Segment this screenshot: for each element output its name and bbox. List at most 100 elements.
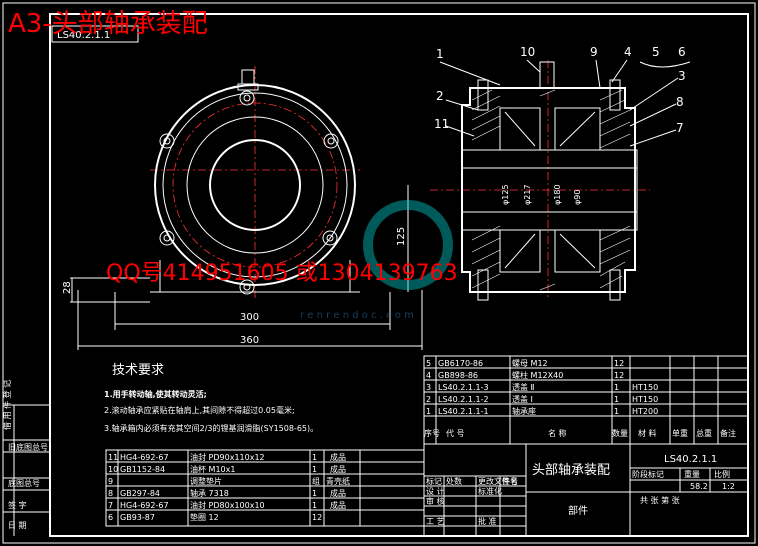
svg-text:阶段标记: 阶段标记: [632, 469, 664, 479]
tb-name: 头部轴承装配: [532, 463, 610, 478]
front-dimensions: 28 300 360 125: [62, 185, 423, 350]
svg-text:1: 1: [312, 453, 317, 462]
section-view: φ125 φ217 φ180 φ90: [430, 60, 650, 301]
svg-text:HT150: HT150: [632, 395, 658, 404]
tb-code: LS40.2.1.1: [664, 454, 717, 465]
svg-text:底图总号: 底图总号: [8, 478, 40, 488]
dim-125: 125: [396, 227, 407, 246]
svg-text:比例: 比例: [714, 469, 730, 479]
svg-text:10: 10: [108, 465, 118, 474]
svg-text:处数: 处数: [446, 476, 462, 486]
svg-text:HG4-692-67: HG4-692-67: [120, 453, 169, 462]
tech-item-1: 1.用手转动轴,使其转动灵活;: [104, 389, 207, 399]
svg-text:序号: 序号: [424, 428, 440, 438]
front-view: [150, 66, 360, 300]
svg-text:12: 12: [614, 359, 624, 368]
svg-text:签名: 签名: [502, 476, 518, 486]
svg-text:HT150: HT150: [632, 383, 658, 392]
svg-text:GB93-87: GB93-87: [120, 513, 155, 522]
contact-overlay: QQ号414951605 或1304139763: [106, 261, 458, 286]
svg-text:轴承 7318: 轴承 7318: [190, 488, 229, 498]
svg-text:1: 1: [312, 465, 317, 474]
svg-text:青壳纸: 青壳纸: [326, 476, 350, 486]
svg-text:签 字: 签 字: [8, 500, 27, 510]
svg-text:LS40.2.1.1-2: LS40.2.1.1-2: [438, 395, 489, 404]
svg-text:5: 5: [426, 359, 431, 368]
dia-label-2: φ217: [523, 184, 532, 205]
tb-part: 部件: [568, 504, 588, 517]
svg-text:油封 PD80x100x10: 油封 PD80x100x10: [190, 500, 265, 510]
svg-text:1: 1: [312, 489, 317, 498]
callout-11: 11: [434, 117, 449, 131]
callout-1: 1: [436, 47, 444, 61]
inner-frame: [49, 13, 749, 537]
svg-text:借 用 件 登 记: 借 用 件 登 记: [2, 380, 12, 430]
svg-text:名 称: 名 称: [548, 428, 567, 438]
svg-text:日 期: 日 期: [8, 521, 27, 530]
bom-upper: 5 GB6170-86 螺母 M12 12 4 GB898-86 螺柱 M12X…: [423, 355, 749, 445]
svg-text:标准化: 标准化: [478, 486, 502, 496]
svg-text:GB1152-84: GB1152-84: [120, 465, 165, 474]
dim-300: 300: [240, 312, 259, 323]
svg-text:螺母 M12: 螺母 M12: [512, 358, 548, 368]
tech-item-3: 3.轴承箱内必须有充其空间2/3的锂基润滑脂(SY1508-65)。: [104, 423, 318, 433]
dia-label-4: φ90: [573, 190, 582, 205]
callout-6: 6: [678, 45, 686, 59]
watermark: r e n r e n d o c . c o m: [300, 200, 453, 321]
svg-text:成品: 成品: [330, 464, 346, 474]
callout-3: 3: [678, 69, 686, 83]
drawing-no-top: LS40.2.1.1: [57, 30, 110, 41]
callout-2: 2: [436, 89, 444, 103]
callout-7: 7: [676, 121, 684, 135]
svg-text:成品: 成品: [330, 488, 346, 498]
svg-text:更改文件号: 更改文件号: [478, 476, 518, 486]
svg-text:1: 1: [614, 395, 619, 404]
svg-text:共 张 第 张: 共 张 第 张: [640, 495, 680, 505]
page-title: A3-头部轴承装配: [8, 9, 208, 39]
bom-lower: 1 1 HG4-692-67 油封 PD90x110x12 1 成品 10 GB1…: [105, 449, 425, 527]
left-margin: 借 用 件 登 记 旧底图总号 底图总号 签 字 日 期: [2, 380, 50, 536]
svg-text:HT200: HT200: [632, 407, 658, 416]
svg-text:3: 3: [426, 383, 431, 392]
svg-text:材 料: 材 料: [638, 428, 657, 438]
callout-8: 8: [676, 95, 684, 109]
svg-text:1: 1: [614, 407, 619, 416]
svg-text:2: 2: [426, 395, 431, 404]
svg-text:LS40.2.1.1-3: LS40.2.1.1-3: [438, 383, 489, 392]
callout-10: 10: [520, 45, 535, 59]
svg-text:GB297-84: GB297-84: [120, 489, 160, 498]
svg-text:轴承座: 轴承座: [512, 406, 536, 416]
watermark-site: r e n r e n d o c . c o m: [300, 310, 414, 321]
svg-text:数量: 数量: [612, 428, 628, 438]
svg-text:重量: 重量: [684, 469, 700, 479]
svg-text:4: 4: [426, 371, 431, 380]
svg-text:审 核: 审 核: [426, 496, 445, 506]
svg-text:透盖 Ⅰ: 透盖 Ⅰ: [512, 394, 533, 404]
callouts: 1 10 9 4 5 6 2 3 11 8 7: [434, 45, 691, 147]
svg-text:LS40.2.1.1-1: LS40.2.1.1-1: [438, 407, 489, 416]
svg-text:成品: 成品: [330, 452, 346, 462]
svg-text:总重: 总重: [696, 428, 712, 438]
drawing-no-box: [51, 25, 139, 43]
svg-text:油封 PD90x110x12: 油封 PD90x110x12: [190, 452, 265, 462]
svg-text:9: 9: [108, 477, 113, 486]
svg-text:标记: 标记: [426, 476, 442, 486]
dia-label-3: φ180: [553, 184, 562, 205]
svg-text:旧底图总号: 旧底图总号: [8, 442, 48, 452]
svg-text:设 计: 设 计: [426, 486, 445, 496]
svg-text:HG4-692-67: HG4-692-67: [120, 501, 169, 510]
svg-text:工 艺: 工 艺: [426, 517, 445, 526]
svg-text:8: 8: [108, 489, 113, 498]
callout-5: 5: [652, 45, 660, 59]
svg-text:螺柱 M12X40: 螺柱 M12X40: [512, 370, 563, 380]
svg-text:备注: 备注: [720, 428, 736, 438]
svg-text:7: 7: [108, 501, 113, 510]
svg-text:1: 1: [614, 383, 619, 392]
svg-text:1: 1: [312, 501, 317, 510]
callout-9: 9: [590, 45, 598, 59]
title-block: 头部轴承装配 LS40.2.1.1 部件 阶段标记 重量 比例 58.2 1:2…: [423, 443, 749, 537]
tech-item-2: 2.滚动轴承应紧贴在轴肩上,其间隙不得超过0.05毫米;: [104, 405, 295, 415]
svg-text:调整垫片: 调整垫片: [190, 476, 222, 486]
